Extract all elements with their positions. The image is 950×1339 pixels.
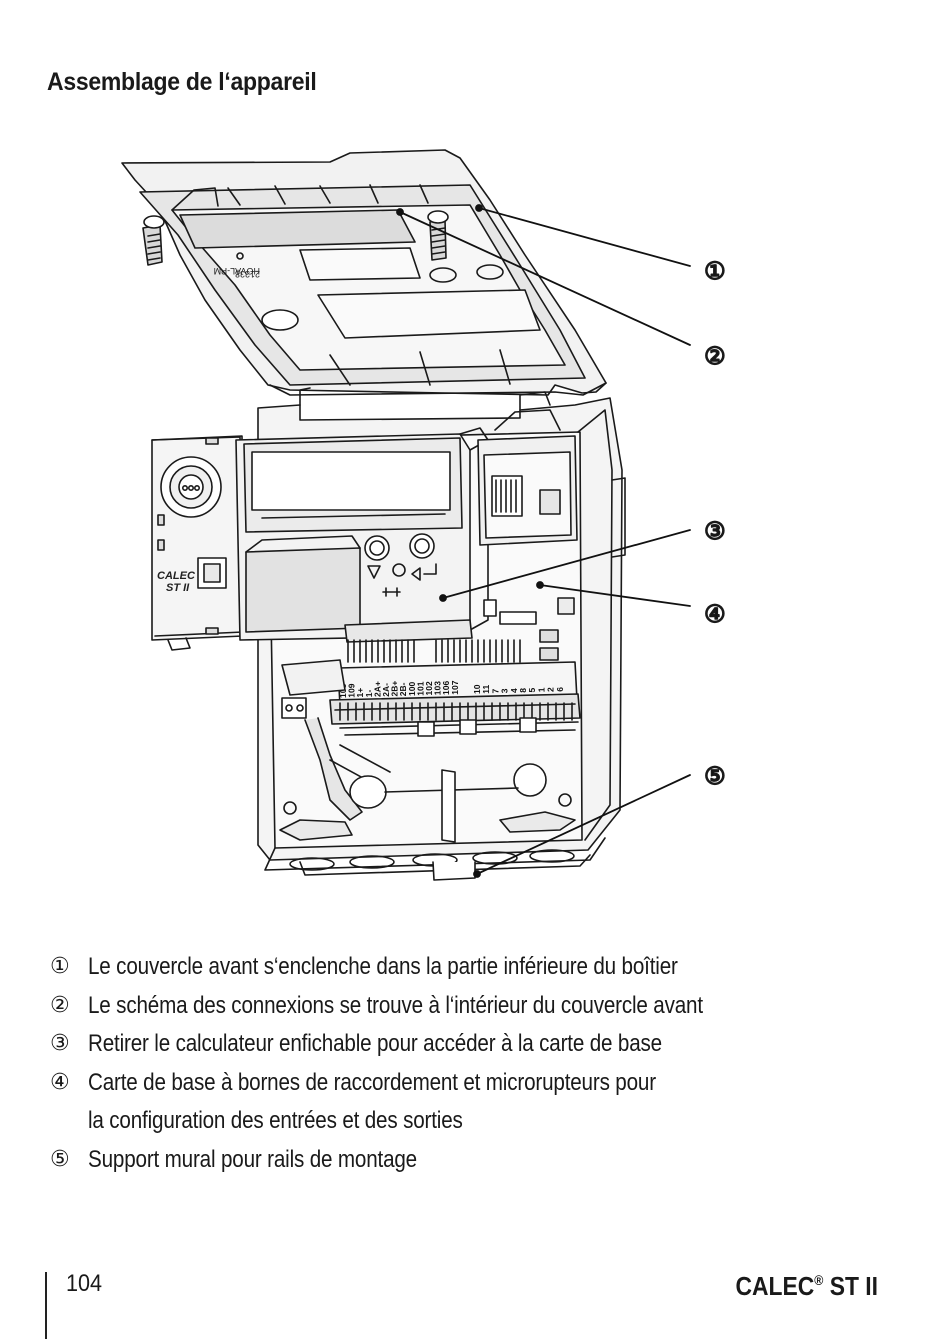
terminal-label: 106 [441,681,451,695]
legend-number: ② [50,992,70,1018]
legend-item-3: ③ Retirer le calculateur enfichable pour… [50,1025,910,1064]
terminal-label: 1+ [355,688,365,698]
page-number: 104 [66,1270,103,1297]
callout-1: ① [704,257,726,285]
terminal-label: 3 [500,688,510,693]
callout-lines [396,204,691,878]
front-cover: 21338 HOVAL-PM [121,149,607,396]
page-title: Assemblage de l‘appareil [47,68,317,96]
legend-item-5: ⑤ Support mural pour rails de montage [50,1141,910,1180]
legend-text: Support mural pour rails de montage [88,1145,417,1173]
terminal-label: 101 [415,681,425,695]
svg-text:21338: 21338 [235,269,260,279]
terminal-label: 11 [481,684,491,693]
callout-3: ③ [704,517,726,545]
svg-text:HOVAL-PM: HOVAL-PM [214,266,260,276]
legend-text: Retirer le calculateur enfichable pour a… [88,1030,662,1057]
terminal-label: 100 [407,682,417,696]
callout-line-1 [478,207,691,267]
terminal-label: 7 [490,689,500,694]
terminal-label: 107 [450,680,460,694]
terminal-strip: 10 8 1091+1-2A+2A-2B+2B-100101102103106107… [329,619,581,737]
legend-text: la configuration des entrées et des sort… [88,1107,463,1134]
legend-item-4: ④ Carte de base à bornes de raccordement… [50,1064,910,1103]
plug-in-calculator [235,427,489,641]
legend-number: ③ [50,1031,70,1056]
product-name: CALEC [735,1271,815,1301]
terminal-label: 8 [518,688,528,693]
terminal-label: 2A+ [372,681,382,697]
terminal-label: 4 [509,688,519,693]
legend-number: ④ [50,1069,70,1095]
terminal-label: 6 [555,687,565,692]
registered-mark: ® [814,1272,824,1288]
legend-item-1: ① Le couvercle avant s‘enclenche dans la… [50,948,910,987]
legend-list: ① Le couvercle avant s‘enclenche dans la… [50,948,910,1179]
terminal-label: 2 [546,687,556,692]
terminal-label: 102 [424,681,434,695]
footer-divider [45,1272,47,1339]
product-suffix: ST II [823,1271,878,1301]
callout-line-3 [442,529,691,599]
terminal-label: 2B- [398,682,408,696]
housing-interior [279,387,576,843]
terminal-label: 109 [347,683,357,697]
device-label-st-ii: ST II [166,582,190,594]
terminal-label: 5 [527,688,537,693]
terminal-label: 2B+ [390,681,400,697]
device-label-calec: CALEC [157,570,196,582]
calec-side-module: CALEC ST II [151,435,244,651]
base-board [477,435,578,661]
terminal-label: 2A- [381,683,391,697]
device-assembly-illustration: 21338 HOVAL-PM CALEC ST II [121,149,726,881]
callout-line-4 [539,584,691,607]
legend-text: Le couvercle avant s‘enclenche dans la p… [88,953,678,980]
legend-number: ⑤ [50,1146,70,1172]
terminal-label: 103 [433,681,443,695]
callout-line-2 [399,211,691,346]
legend-text: Carte de base à bornes de raccordement e… [88,1068,656,1096]
terminal-label: 1 [536,687,546,692]
callout-5: ⑤ [704,762,726,790]
terminal-label: 1- [364,690,374,698]
legend-text: Le schéma des connexions se trouve à l‘i… [88,991,703,1019]
callout-4: ④ [704,600,726,628]
legend-item-2: ② Le schéma des connexions se trouve à l… [50,987,910,1026]
legend-number: ① [50,954,70,979]
footer-product-name: CALEC® ST II [735,1271,878,1302]
callout-line-5 [476,774,691,875]
callout-2: ② [704,342,726,370]
terminal-label: 10 [472,684,482,694]
legend-item-4-continued: la configuration des entrées et des sort… [50,1102,910,1141]
